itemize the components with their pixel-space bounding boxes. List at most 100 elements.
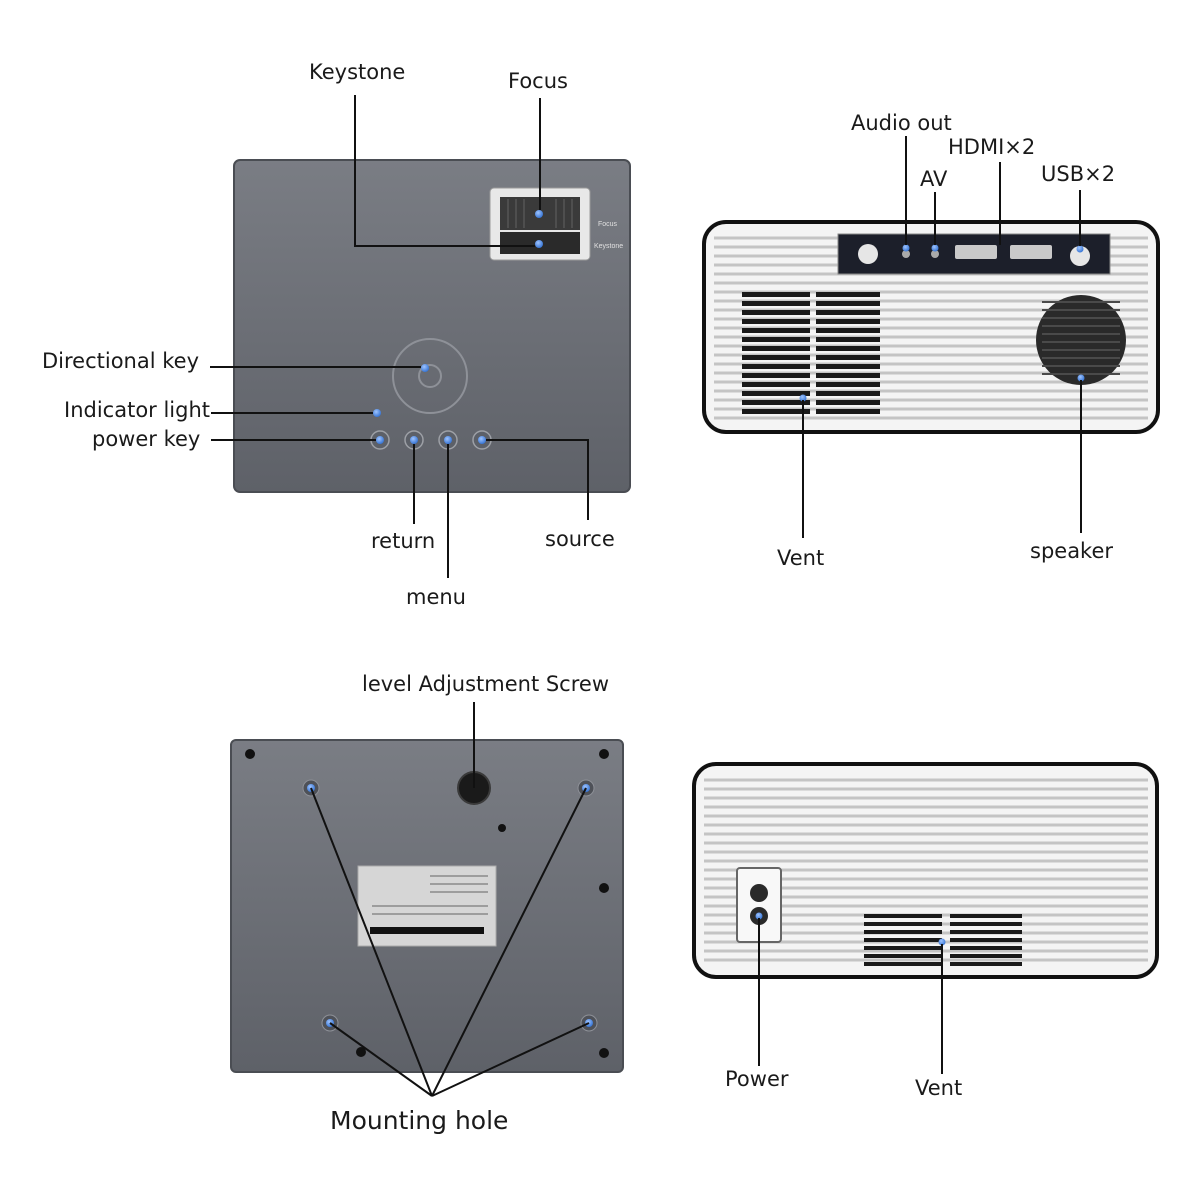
vent-slot xyxy=(950,946,1022,950)
vent-slot xyxy=(742,337,810,342)
sticker-barcode xyxy=(370,927,484,934)
keystone-leader xyxy=(354,95,535,247)
lens-focus-small-label: Focus xyxy=(598,221,618,228)
power-dot xyxy=(376,436,384,444)
mounting-leader-3 xyxy=(329,1022,433,1097)
directional-dot xyxy=(421,364,429,372)
side-vent xyxy=(864,914,1022,966)
label-mounting-hole: Mounting hole xyxy=(330,1106,509,1135)
vent-slot xyxy=(742,373,810,378)
port-audio-jack[interactable] xyxy=(858,244,878,264)
vent-slot xyxy=(816,337,880,342)
power-socket-pin[interactable] xyxy=(750,884,768,902)
vent-slot xyxy=(816,364,880,369)
small-hole xyxy=(498,824,506,832)
vent-slot xyxy=(742,391,810,396)
vent-slot xyxy=(742,328,810,333)
corner-hole xyxy=(356,1047,366,1057)
label-usb: USB×2 xyxy=(1041,162,1116,186)
source-leader xyxy=(486,439,589,520)
directional-center[interactable] xyxy=(418,364,442,388)
mounting-leader-4 xyxy=(431,1022,590,1097)
vent-slot xyxy=(742,355,810,360)
directional-pad[interactable] xyxy=(392,338,468,414)
corner-hole xyxy=(599,1048,609,1058)
vent-slot xyxy=(864,954,942,958)
label-level-screw: level Adjustment Screw xyxy=(362,672,609,696)
vent-slot xyxy=(816,319,880,324)
vent-slot xyxy=(742,319,810,324)
side-view xyxy=(692,762,1159,1074)
port-usb[interactable] xyxy=(1070,246,1090,266)
vent-slot xyxy=(950,954,1022,958)
vent-slot xyxy=(864,962,942,966)
vent-slot xyxy=(864,946,942,950)
vent-slot xyxy=(742,301,810,306)
vent-slot xyxy=(742,292,810,297)
vent-slot xyxy=(816,346,880,351)
vent-slot xyxy=(742,310,810,315)
vent-slot xyxy=(742,382,810,387)
port-hdmi-1[interactable] xyxy=(955,245,997,259)
label-directional-key: Directional key xyxy=(42,349,200,373)
label-source: source xyxy=(545,527,615,551)
mounting-leader-1 xyxy=(310,787,433,1097)
vent-slot xyxy=(816,391,880,396)
return-dot xyxy=(410,436,418,444)
top-view: Focus Keystone xyxy=(210,95,631,578)
usb-dot xyxy=(1076,245,1084,253)
vent-slot xyxy=(816,382,880,387)
label-hdmi: HDMI×2 xyxy=(948,135,1036,159)
label-power: Power xyxy=(725,1067,789,1091)
power-dot xyxy=(755,912,763,920)
corner-hole xyxy=(245,749,255,759)
label-indicator-light: Indicator light xyxy=(64,398,211,422)
vent-slot xyxy=(950,938,1022,942)
label-keystone: Keystone xyxy=(309,60,406,84)
vent-slot xyxy=(816,409,880,414)
vent-slot xyxy=(742,409,810,414)
vent-slot xyxy=(742,364,810,369)
rear-vent-dot xyxy=(799,394,807,402)
vent-slot xyxy=(816,301,880,306)
vent-slot xyxy=(950,922,1022,926)
label-power-key: power key xyxy=(92,427,201,451)
source-dot xyxy=(478,436,486,444)
speaker-dot xyxy=(1077,374,1085,382)
label-side-vent: Vent xyxy=(915,1076,963,1100)
vent-slot xyxy=(742,400,810,405)
mounting-leader-2 xyxy=(431,787,587,1097)
port-av[interactable] xyxy=(931,250,939,258)
label-rear-vent: Vent xyxy=(777,546,825,570)
vent-slot xyxy=(816,328,880,333)
label-audio-out: Audio out xyxy=(851,111,952,135)
port-audio-out[interactable] xyxy=(902,250,910,258)
port-hdmi-2[interactable] xyxy=(1010,245,1052,259)
vent-slot xyxy=(816,310,880,315)
vent-slot xyxy=(816,292,880,297)
av-dot xyxy=(931,244,939,252)
vent-slot xyxy=(950,914,1022,918)
vent-slot xyxy=(950,930,1022,934)
bottom-view xyxy=(230,702,624,1097)
label-menu: menu xyxy=(406,585,466,609)
vent-slot xyxy=(742,346,810,351)
speaker-grille xyxy=(1036,295,1126,385)
audio-out-dot xyxy=(902,244,910,252)
vent-slot xyxy=(950,962,1022,966)
lens-keystone-small-label: Keystone xyxy=(594,243,623,250)
corner-hole xyxy=(599,749,609,759)
vent-slot xyxy=(864,938,942,942)
focus-dot xyxy=(535,210,543,218)
label-return: return xyxy=(371,529,436,553)
menu-dot xyxy=(444,436,452,444)
side-vent-dot xyxy=(938,938,946,946)
corner-hole xyxy=(599,883,609,893)
indicator-light-dot xyxy=(373,409,381,417)
vent-slot xyxy=(864,930,942,934)
vent-slot xyxy=(864,914,942,918)
label-av: AV xyxy=(920,167,948,191)
vent-slot xyxy=(816,400,880,405)
keystone-dot xyxy=(535,240,543,248)
